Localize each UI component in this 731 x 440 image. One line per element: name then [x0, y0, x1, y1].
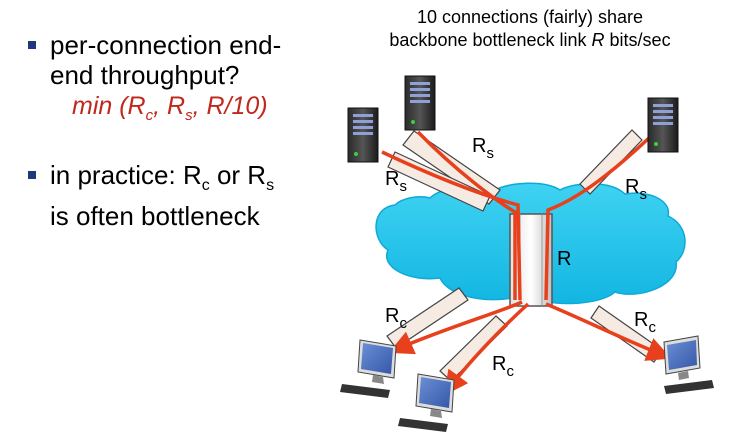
bullet-text: per-connection end- [50, 30, 282, 60]
bullet-throughput: per-connection end- end throughput? [22, 30, 342, 90]
rs-label: Rs [385, 168, 407, 195]
rc-label: Rc [385, 305, 407, 332]
server-icon [647, 97, 679, 153]
desktop-computer-icon [340, 339, 397, 398]
connection-flows [381, 130, 672, 396]
diagram-caption: 10 connections (fairly) share backbone b… [389, 7, 671, 50]
bullet-practice: in practice: Rc or Rs is often bottlenec… [22, 160, 342, 231]
flow-path [443, 302, 530, 396]
bullet-text: end throughput? [50, 60, 240, 90]
flow-path [544, 135, 652, 301]
server-icon [404, 75, 436, 131]
bullet-text: in practice: Rc or Rs [50, 160, 275, 195]
rc-label: Rc [492, 353, 514, 380]
desktop-computer-icon [398, 373, 455, 432]
flow-path [381, 150, 522, 301]
rc-label: Rc [634, 309, 656, 336]
backbone-label: R [557, 248, 571, 270]
flow-path [388, 300, 523, 355]
desktop-computer-icon [663, 335, 714, 394]
link-labels: Rs Rs Rs R Rc Rc Rc [385, 135, 656, 380]
server-icon [347, 107, 379, 163]
flow-path [545, 302, 672, 361]
flow-path [416, 130, 517, 300]
bullet-square-icon [28, 41, 36, 49]
throughput-formula: min (Rc, Rs, R/10) [72, 92, 268, 124]
bullet-list: per-connection end- end throughput? min … [22, 30, 342, 231]
bullet-square-icon [28, 171, 36, 179]
bullet-text: is often bottleneck [50, 201, 260, 232]
rs-label: Rs [625, 176, 647, 203]
rs-label: Rs [472, 135, 494, 162]
